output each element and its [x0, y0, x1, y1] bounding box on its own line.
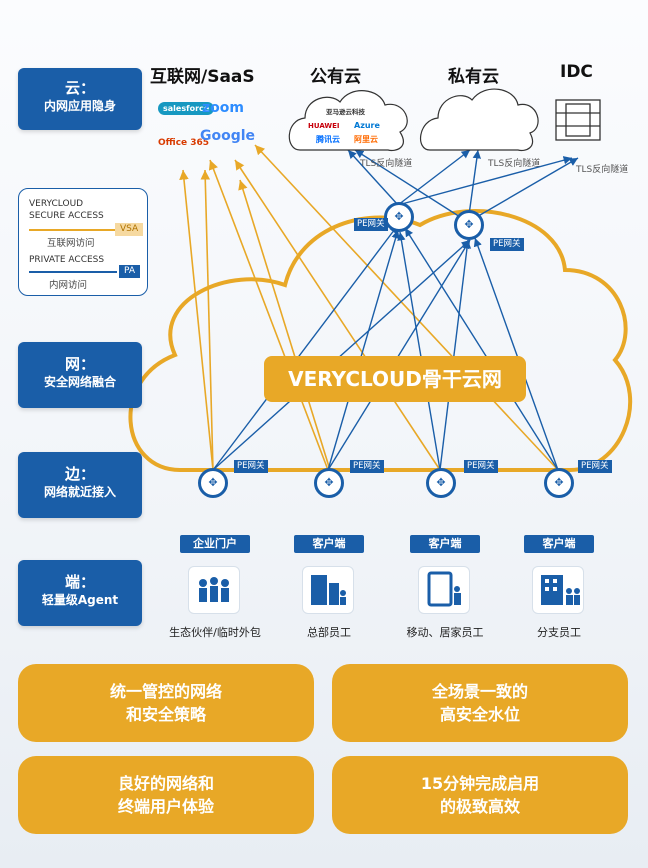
benefit-line1: 良好的网络和: [117, 774, 214, 793]
layer-network: 网： 安全网络融合: [18, 342, 142, 408]
legend-vsa-sub: 互联网访问: [47, 238, 95, 249]
public-tls-label: TLS反向隧道: [360, 159, 413, 169]
private-cloud-title: 私有云: [448, 67, 499, 87]
legend-pa-tag: PA: [119, 265, 141, 278]
office-building-icon: [302, 566, 354, 614]
salesforce-logo: salesforce: [158, 102, 215, 115]
layer-sub: 安全网络融合: [43, 375, 116, 389]
internet-title: 互联网/SaaS: [150, 67, 255, 87]
endpoint-caption: 移动、居家员工: [406, 626, 484, 639]
endpoint-label: 客户端: [294, 535, 364, 553]
pa-lines: [212, 149, 579, 471]
benefit-line1: 全场景一致的: [431, 682, 528, 701]
layer-head: 网：: [64, 355, 95, 373]
router-arrows: ✥: [394, 210, 404, 223]
benefit-card: 统一管控的网络 和安全策略: [18, 664, 314, 742]
legend-pa-arrow: [29, 271, 117, 273]
endpoint-label: 客户端: [410, 535, 480, 553]
private-cloud-shape: [419, 88, 539, 152]
tablet-icon: [418, 566, 470, 614]
router-icon: ✥: [384, 202, 414, 232]
backbone-banner: VERYCLOUD骨干云网: [264, 356, 526, 402]
endpoint-caption: 总部员工: [307, 626, 351, 639]
idc-tls-label: TLS反向隧道: [576, 165, 629, 175]
layer-endpoint: 端： 轻量级Agent: [18, 560, 142, 626]
benefit-line2: 终端用户体验: [117, 797, 214, 816]
alibaba-cloud-logo: 阿里云: [354, 135, 378, 144]
pe-gateway-label: PE网关: [350, 460, 384, 473]
benefit-line2: 和安全策略: [125, 705, 206, 724]
benefit-line1: 15分钟完成启用: [420, 774, 540, 793]
layer-sub: 轻量级Agent: [41, 593, 119, 607]
server-rack-icon: [555, 99, 601, 141]
router-icon: ✥: [544, 468, 574, 498]
benefit-line2: 的极致高效: [439, 797, 520, 816]
layer-head: 端：: [64, 573, 95, 591]
tablet-glyph: [427, 571, 461, 607]
legend-vsa-arrow: [29, 229, 117, 231]
vsa-lines: [179, 144, 559, 471]
people-group-icon: [188, 566, 240, 614]
endpoint-label: 客户端: [524, 535, 594, 553]
router-arrows: ✥: [324, 476, 334, 489]
benefit-card: 15分钟完成启用 的极致高效: [332, 756, 628, 834]
layer-sub: 网络就近接入: [43, 485, 116, 499]
router-icon: ✥: [314, 468, 344, 498]
layer-head: 边：: [64, 465, 95, 483]
pe-gateway-label: PE网关: [490, 238, 524, 251]
aws-logo: 亚马逊云科技: [326, 108, 365, 116]
benefit-card: 良好的网络和 终端用户体验: [18, 756, 314, 834]
benefit-card: 全场景一致的 高安全水位: [332, 664, 628, 742]
idc-title: IDC: [560, 62, 593, 82]
layer-edge: 边： 网络就近接入: [18, 452, 142, 518]
router-arrows: ✥: [436, 476, 446, 489]
router-arrows: ✥: [464, 218, 474, 231]
endpoint-caption: 分支员工: [537, 626, 581, 639]
benefit-line2: 高安全水位: [439, 705, 520, 724]
office-building-glyph: [311, 575, 346, 605]
branch-building-glyph: [541, 575, 580, 605]
azure-logo: Azure: [354, 121, 380, 130]
benefit-line1: 统一管控的网络: [109, 682, 222, 701]
public-cloud-shape: [288, 90, 408, 152]
router-icon: ✥: [198, 468, 228, 498]
router-icon: ✥: [426, 468, 456, 498]
pe-gateway-label: PE网关: [464, 460, 498, 473]
legend-vsa-line2: SECURE ACCESS: [29, 211, 104, 221]
endpoint-caption: 生态伙伴/临时外包: [169, 626, 261, 639]
legend: VERYCLOUD SECURE ACCESS VSA 互联网访问 PRIVAT…: [18, 188, 148, 296]
legend-pa-line: PRIVATE ACCESS: [29, 255, 105, 265]
router-arrows: ✥: [208, 476, 218, 489]
legend-pa-sub: 内网访问: [49, 280, 88, 291]
layer-sub: 内网应用隐身: [43, 99, 116, 113]
zoom-logo: zoom: [202, 100, 244, 116]
legend-vsa-line1: VERYCLOUD: [29, 199, 84, 209]
pe-gateway-label: PE网关: [354, 218, 388, 231]
private-tls-label: TLS反向隧道: [488, 159, 541, 169]
pe-gateway-label: PE网关: [578, 460, 612, 473]
people-group-glyph: [199, 577, 229, 602]
public-cloud-title: 公有云: [310, 67, 361, 87]
branch-building-icon: [532, 566, 584, 614]
huawei-logo: HUAWEI: [308, 122, 340, 130]
endpoint-label: 企业门户: [180, 535, 250, 553]
layer-cloud: 云： 内网应用隐身: [18, 68, 142, 130]
backbone-cloud: [128, 209, 633, 472]
router-icon: ✥: [454, 210, 484, 240]
office365-logo: Office 365: [158, 138, 210, 148]
router-arrows: ✥: [554, 476, 564, 489]
layer-head: 云：: [64, 79, 95, 97]
tencent-cloud-logo: 腾讯云: [316, 135, 340, 144]
pe-gateway-label: PE网关: [234, 460, 268, 473]
google-logo: Google: [200, 128, 256, 144]
legend-vsa-tag: VSA: [115, 223, 144, 236]
